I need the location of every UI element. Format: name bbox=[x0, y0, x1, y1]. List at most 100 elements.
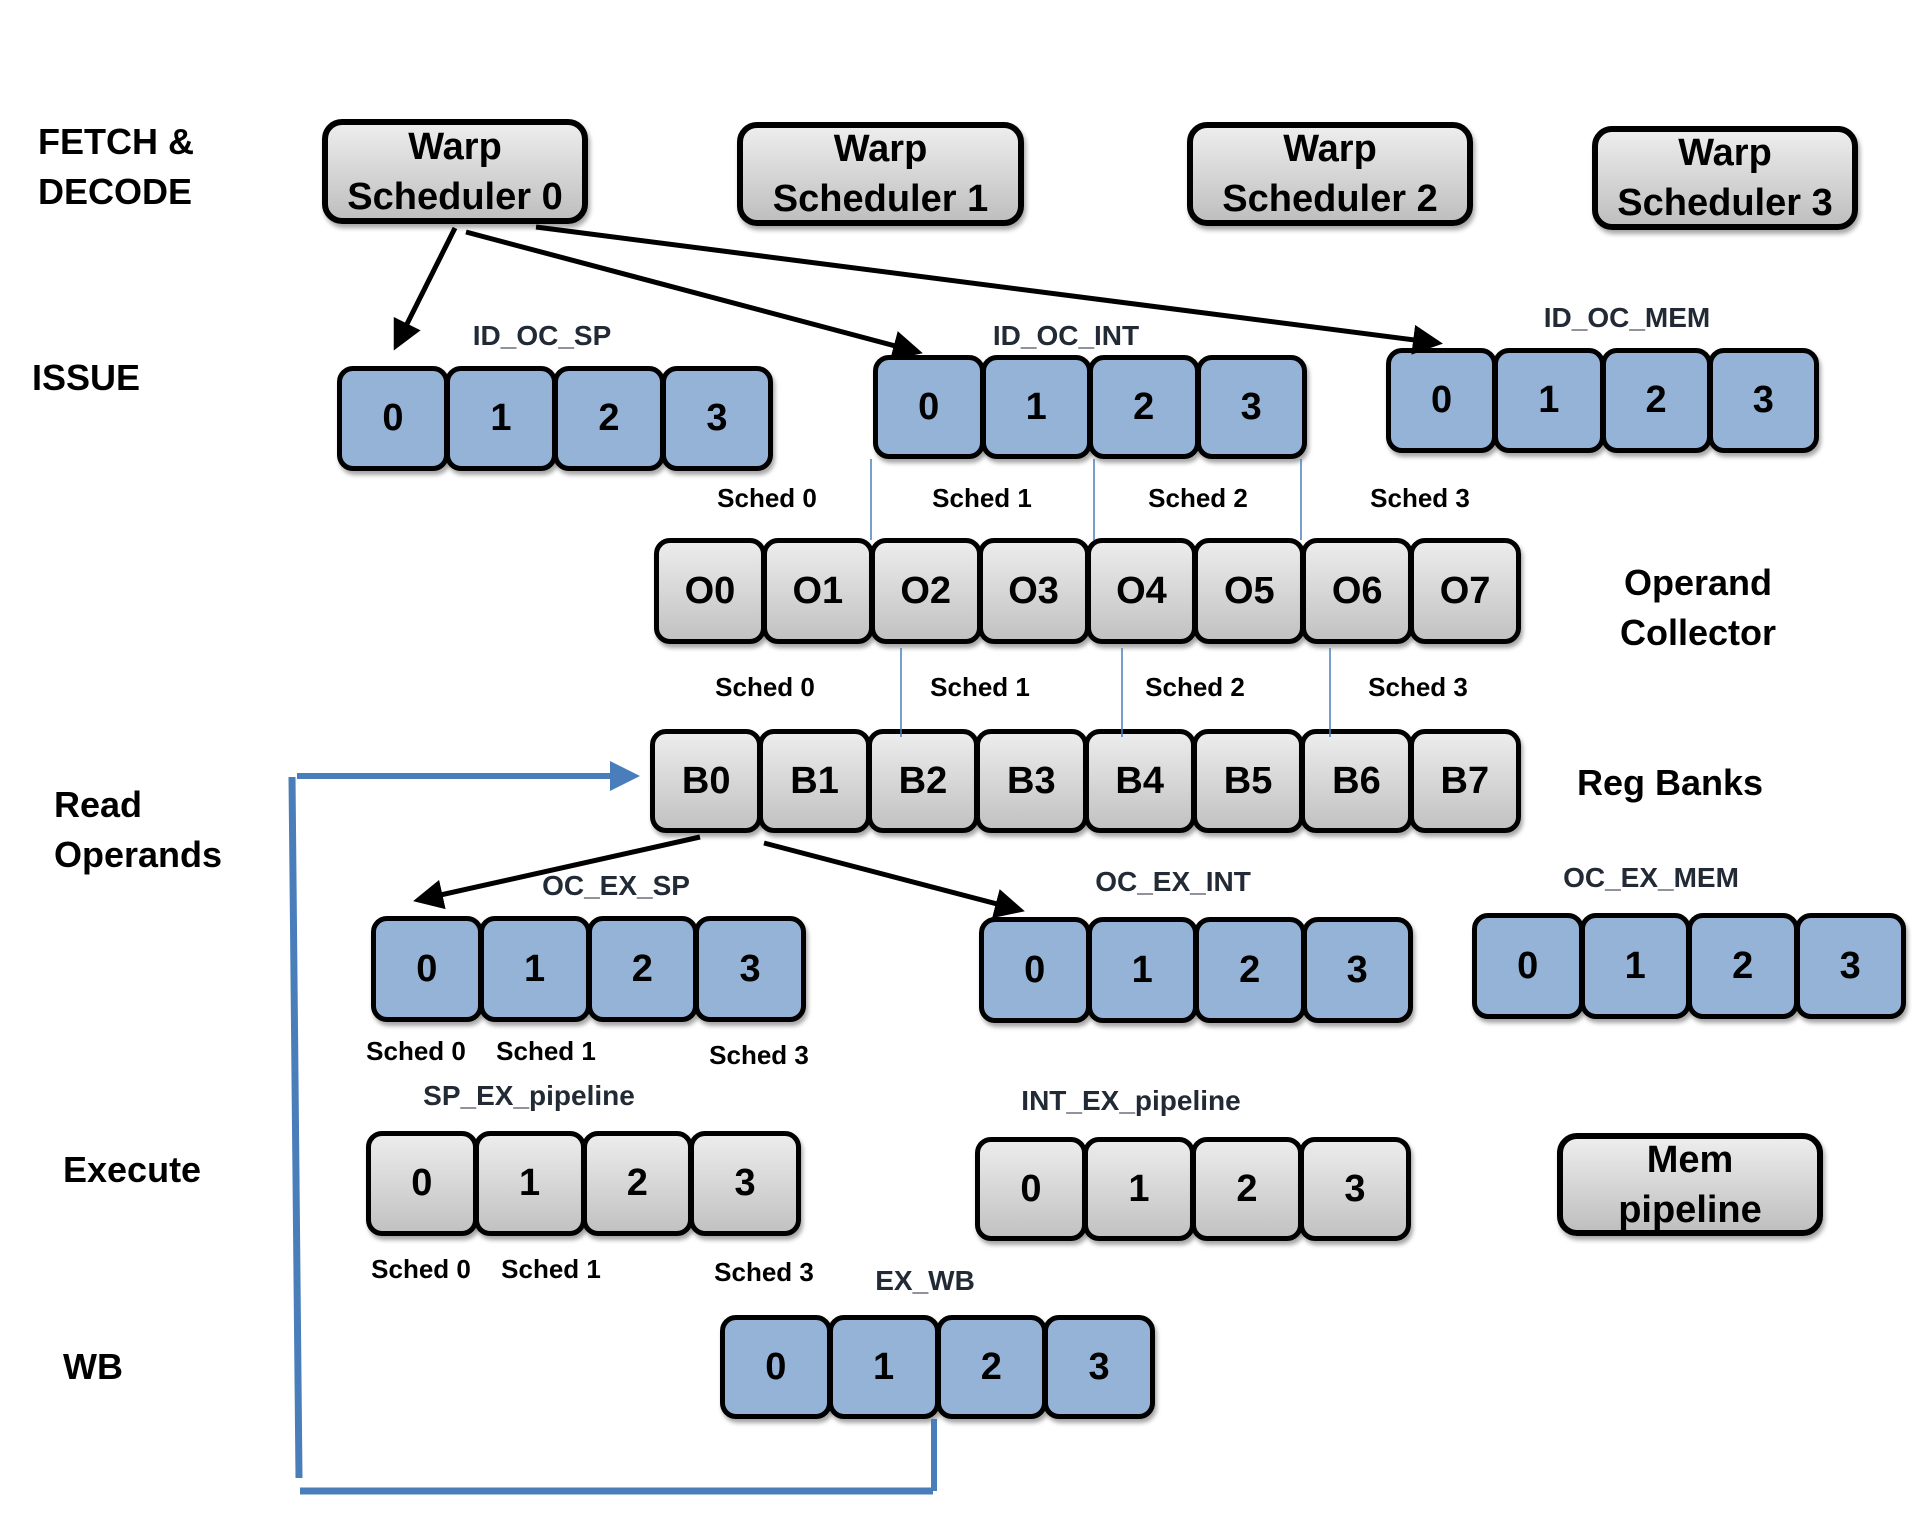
id-oc-int-slot[interactable]: 3 bbox=[1195, 355, 1307, 459]
arrow-ws0-to-id-oc-sp bbox=[393, 226, 458, 351]
operand-collector-unit[interactable]: O1 bbox=[761, 538, 874, 644]
id-oc-mem-label: ID_OC_MEM bbox=[1543, 302, 1711, 333]
id-oc-sp-slot[interactable]: 1 bbox=[445, 366, 557, 471]
operand-collector-unit[interactable]: O4 bbox=[1085, 538, 1198, 644]
oc-ex-sp-slot[interactable]: 2 bbox=[586, 916, 699, 1022]
rb-sched-label-3: Sched 3 bbox=[1368, 672, 1468, 702]
int-ex-pipeline-label: INT_EX_pipeline bbox=[1021, 1085, 1241, 1116]
oc-sched-label-2: Sched 2 bbox=[1148, 483, 1248, 513]
int-ex-stage[interactable]: 2 bbox=[1191, 1137, 1303, 1241]
ex-wb-slot[interactable]: 3 bbox=[1043, 1315, 1155, 1419]
oc-ex-int-label: OC_EX_INT bbox=[1095, 866, 1251, 897]
stage-label-execute: Execute bbox=[63, 1149, 202, 1190]
ex-wb-queue: 0 1 2 3 bbox=[720, 1315, 1155, 1419]
oc-ex-sp-slot[interactable]: 3 bbox=[694, 916, 806, 1022]
warp-scheduler-3[interactable]: Warp Scheduler 3 bbox=[1592, 126, 1858, 230]
sp-ex-stage[interactable]: 0 bbox=[366, 1131, 478, 1236]
warp-scheduler-2[interactable]: Warp Scheduler 2 bbox=[1187, 122, 1473, 226]
id-oc-sp-queue: 0 1 2 3 bbox=[337, 366, 773, 471]
int-ex-pipeline: 0 1 2 3 bbox=[975, 1137, 1411, 1241]
rb-sched-label-2: Sched 2 bbox=[1145, 672, 1245, 702]
stage-label-read-operands: Read Operands bbox=[54, 784, 223, 875]
mem-pipeline[interactable]: Mem pipeline bbox=[1557, 1133, 1823, 1236]
rb-sched-label-1: Sched 1 bbox=[930, 672, 1030, 702]
reg-bank[interactable]: B1 bbox=[758, 729, 871, 833]
operand-collector-unit[interactable]: O2 bbox=[869, 538, 982, 644]
warp-scheduler-0[interactable]: Warp Scheduler 0 bbox=[322, 119, 588, 224]
oc-ex-sp-label: OC_EX_SP bbox=[542, 870, 690, 901]
operand-collector-unit[interactable]: O6 bbox=[1301, 538, 1414, 644]
stage-label-fetch-decode: FETCH & DECODE bbox=[38, 121, 194, 212]
reg-bank[interactable]: B3 bbox=[975, 729, 1088, 833]
id-oc-mem-slot[interactable]: 2 bbox=[1600, 348, 1712, 453]
operand-collector-unit[interactable]: O5 bbox=[1193, 538, 1306, 644]
reg-bank[interactable]: B2 bbox=[866, 729, 980, 833]
operand-collector-unit[interactable]: O0 bbox=[654, 538, 766, 644]
oc-ex-mem-slot[interactable]: 1 bbox=[1579, 913, 1691, 1019]
oc-ex-int-slot[interactable]: 2 bbox=[1194, 917, 1306, 1023]
oc-ex-int-slot[interactable]: 0 bbox=[979, 917, 1091, 1023]
ex-wb-label: EX_WB bbox=[875, 1265, 975, 1296]
sp-ex-stage[interactable]: 2 bbox=[581, 1131, 694, 1236]
id-oc-mem-slot[interactable]: 3 bbox=[1707, 348, 1819, 453]
int-ex-stage[interactable]: 1 bbox=[1083, 1137, 1195, 1241]
oc-ex-mem-slot[interactable]: 0 bbox=[1472, 913, 1584, 1019]
id-oc-int-slot[interactable]: 2 bbox=[1088, 355, 1200, 459]
id-oc-mem-queue: 0 1 2 3 bbox=[1386, 348, 1819, 453]
id-oc-sp-label: ID_OC_SP bbox=[472, 320, 612, 351]
oc-sched-label-3: Sched 3 bbox=[1370, 483, 1470, 513]
reg-banks-label: Reg Banks bbox=[1577, 762, 1764, 803]
oc-ex-sp-queue: 0 1 2 3 bbox=[371, 916, 806, 1022]
id-oc-sp-slot[interactable]: 2 bbox=[553, 366, 665, 471]
oc-ex-int-slot[interactable]: 1 bbox=[1086, 917, 1198, 1023]
oc-ex-sp-sched-label-0: Sched 0 bbox=[366, 1036, 466, 1066]
operand-collector-unit[interactable]: O3 bbox=[977, 538, 1090, 644]
reg-bank[interactable]: B6 bbox=[1300, 729, 1413, 833]
id-oc-int-queue: 0 1 2 3 bbox=[873, 355, 1307, 459]
warp-scheduler-1[interactable]: Warp Scheduler 1 bbox=[737, 122, 1024, 226]
sp-ex-sched-label-3: Sched 3 bbox=[714, 1257, 814, 1287]
oc-sched-label-1: Sched 1 bbox=[932, 483, 1032, 513]
sp-ex-pipeline-label: SP_EX_pipeline bbox=[423, 1080, 635, 1111]
stage-label-wb: WB bbox=[63, 1346, 123, 1387]
reg-bank[interactable]: B7 bbox=[1408, 729, 1521, 833]
reg-bank[interactable]: B5 bbox=[1191, 729, 1305, 833]
operand-collector-unit[interactable]: O7 bbox=[1409, 538, 1521, 644]
ex-wb-slot[interactable]: 0 bbox=[720, 1315, 832, 1419]
oc-sched-label-0: Sched 0 bbox=[717, 483, 817, 513]
id-oc-int-label: ID_OC_INT bbox=[992, 320, 1140, 351]
sp-ex-stage[interactable]: 1 bbox=[473, 1131, 586, 1236]
sp-ex-stage[interactable]: 3 bbox=[689, 1131, 801, 1236]
sp-ex-sched-label-0: Sched 0 bbox=[371, 1254, 471, 1284]
arrow-ws0-to-id-oc-mem bbox=[535, 224, 1443, 355]
operand-collector-label: Operand Collector bbox=[1620, 562, 1777, 653]
ex-wb-slot[interactable]: 1 bbox=[827, 1315, 940, 1419]
oc-ex-mem-slot[interactable]: 2 bbox=[1687, 913, 1799, 1019]
ex-wb-slot[interactable]: 2 bbox=[935, 1315, 1048, 1419]
operand-collector-row: O0 O1 O2 O3 O4 O5 O6 O7 bbox=[654, 538, 1521, 644]
id-oc-int-slot[interactable]: 0 bbox=[873, 355, 985, 459]
id-oc-mem-slot[interactable]: 0 bbox=[1386, 348, 1498, 453]
arrow-rb-to-oc-ex-int bbox=[763, 840, 1025, 919]
reg-bank[interactable]: B0 bbox=[650, 729, 763, 833]
int-ex-stage[interactable]: 3 bbox=[1299, 1137, 1411, 1241]
oc-ex-sp-slot[interactable]: 0 bbox=[371, 916, 483, 1022]
oc-ex-sp-slot[interactable]: 1 bbox=[478, 916, 591, 1022]
oc-ex-mem-queue: 0 1 2 3 bbox=[1472, 913, 1906, 1019]
id-oc-int-slot[interactable]: 1 bbox=[980, 355, 1092, 459]
id-oc-sp-slot[interactable]: 0 bbox=[337, 366, 449, 471]
rb-sched-label-0: Sched 0 bbox=[715, 672, 815, 702]
stage-label-issue: ISSUE bbox=[32, 357, 141, 398]
wb-feedback-left bbox=[288, 776, 303, 1479]
reg-bank[interactable]: B4 bbox=[1083, 729, 1196, 833]
oc-ex-int-slot[interactable]: 3 bbox=[1301, 917, 1413, 1023]
id-oc-mem-slot[interactable]: 1 bbox=[1493, 348, 1605, 453]
sp-ex-sched-label-1: Sched 1 bbox=[501, 1254, 601, 1284]
int-ex-stage[interactable]: 0 bbox=[975, 1137, 1087, 1241]
oc-ex-sp-sched-label-1: Sched 1 bbox=[496, 1036, 596, 1066]
oc-ex-sp-sched-label-3: Sched 3 bbox=[709, 1040, 809, 1070]
id-oc-sp-slot[interactable]: 3 bbox=[661, 366, 773, 471]
reg-banks-row: B0 B1 B2 B3 B4 B5 B6 B7 bbox=[650, 729, 1521, 833]
oc-ex-mem-label: OC_EX_MEM bbox=[1563, 862, 1739, 893]
oc-ex-mem-slot[interactable]: 3 bbox=[1794, 913, 1906, 1019]
